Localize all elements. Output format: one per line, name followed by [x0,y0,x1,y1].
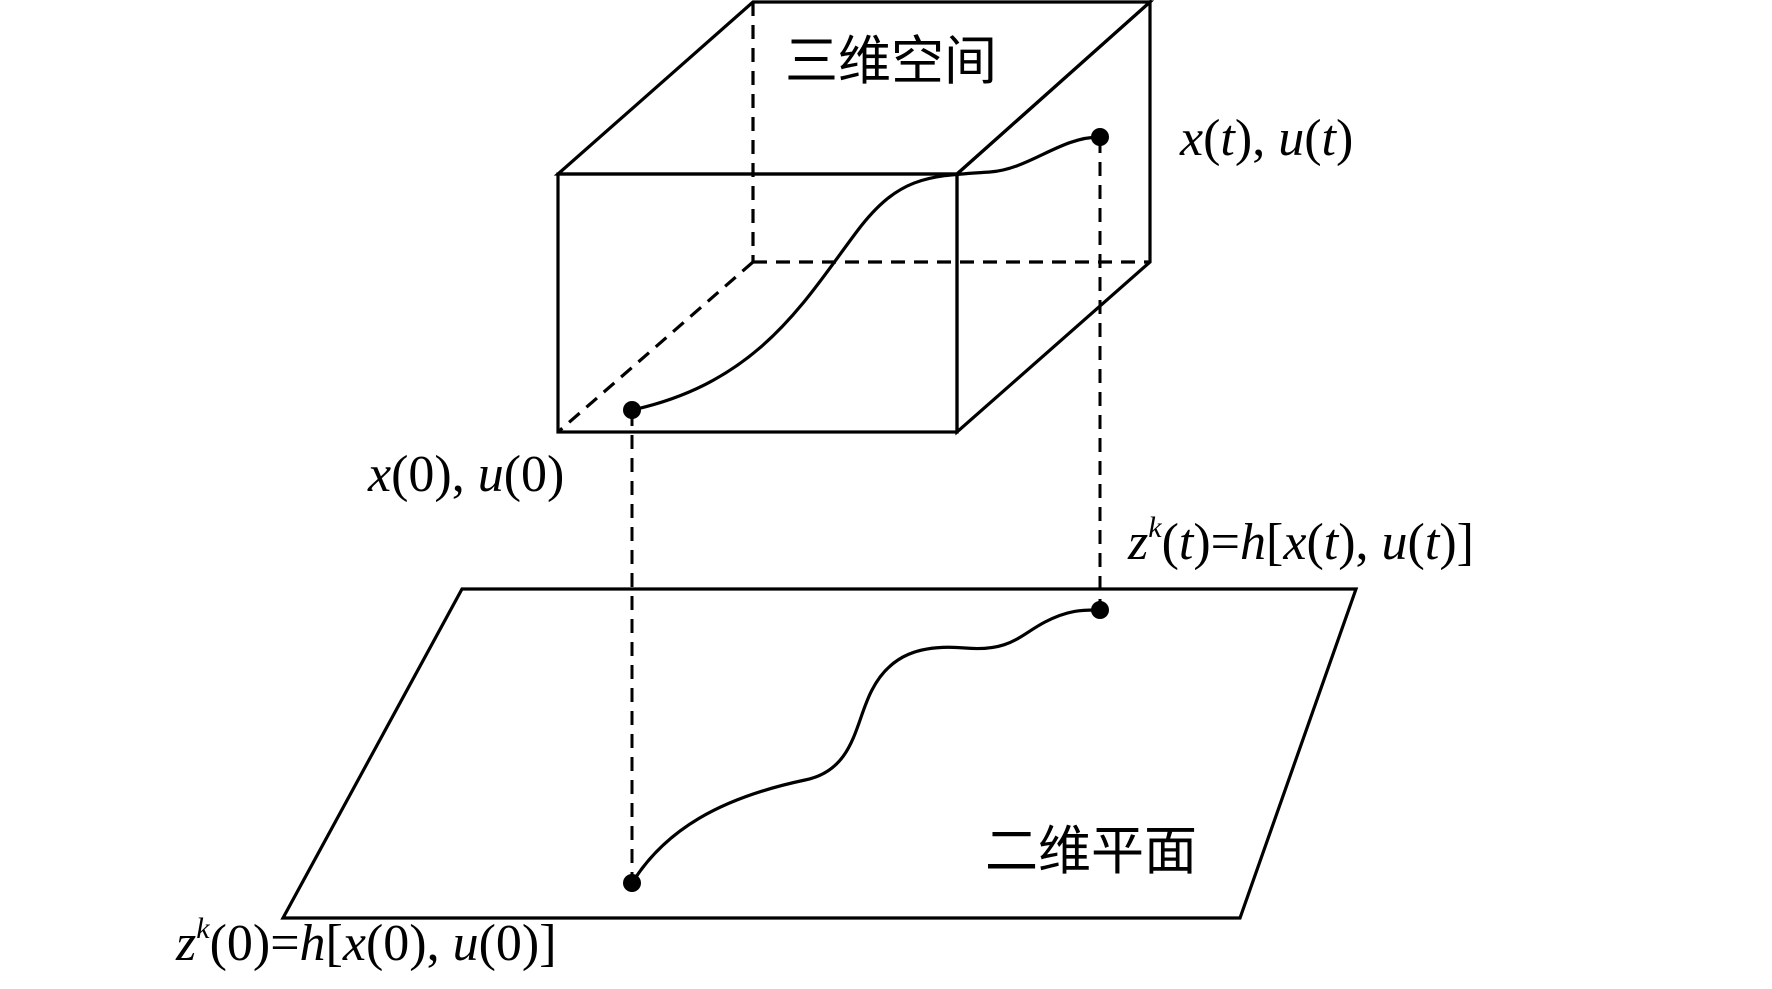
3d-end-point [1091,128,1109,146]
projection-lines [630,139,1102,883]
2d-trajectory-curve [630,608,1101,884]
3d-start-point [623,401,641,419]
3d-trajectory-curve [631,135,1101,412]
end-projection-label: zk(t)=h[x(t), u(t)] [1127,511,1474,571]
end-state-label: x(t), u(t) [1179,110,1353,167]
3d-space-label: 三维空间 [785,31,997,92]
start-projection-label: zk(0)=h[x(0), u(0)] [175,912,557,972]
start-state-label: x(0), u(0) [367,446,564,503]
box-front-face [556,172,959,434]
3d-space-box [553,0,1155,436]
2d-plane [280,587,1359,920]
box-hidden-edges [556,2,1150,434]
box-right-face [955,0,1152,436]
2d-end-point [1091,601,1109,619]
box-hidden-edge-bottom-left [556,260,755,434]
trajectory-points [623,128,1109,892]
2d-start-point [623,874,641,892]
2d-plane-label: 二维平面 [985,821,1197,882]
